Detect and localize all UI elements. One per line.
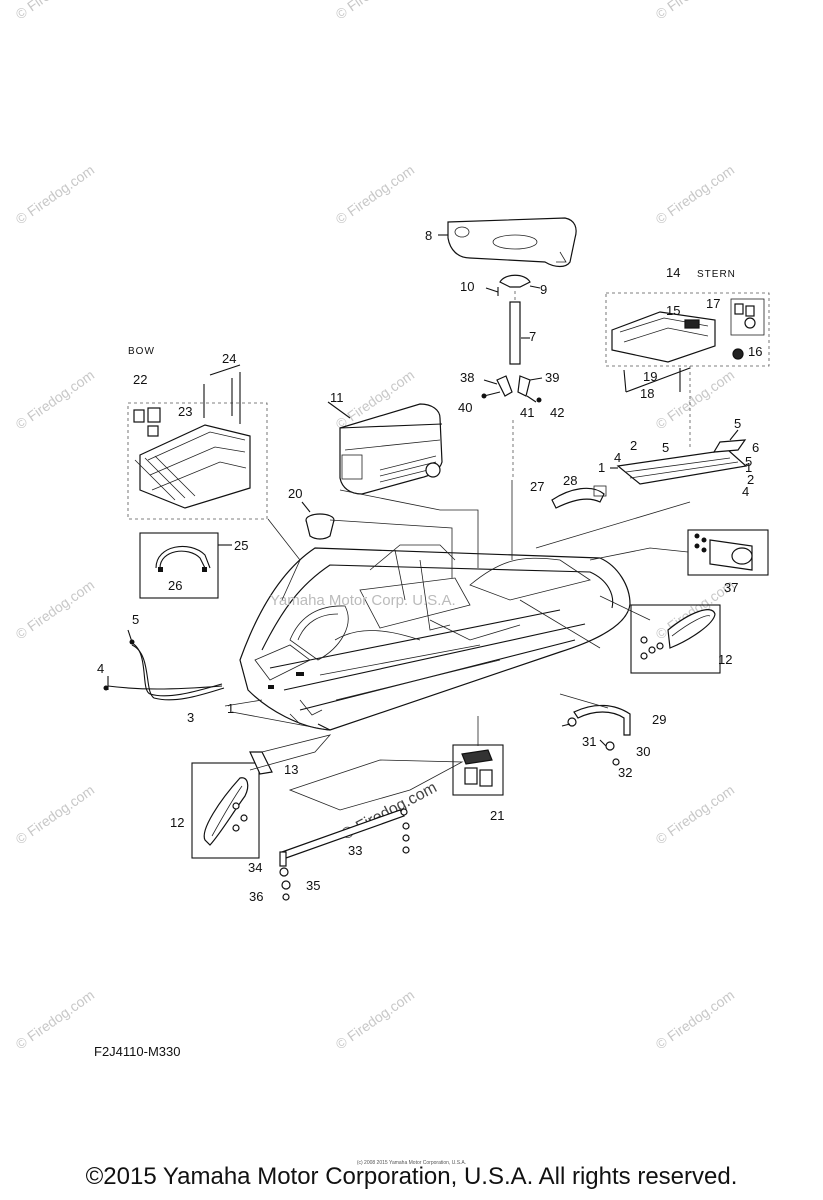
watermark: © Firedog.com — [653, 782, 738, 848]
callout-25: 25 — [234, 538, 248, 553]
callout-2: 2 — [747, 472, 754, 487]
boat-hull — [239, 544, 631, 731]
callout-14: 14 — [666, 265, 680, 280]
stern-group — [605, 292, 770, 393]
callout-7: 7 — [529, 329, 536, 344]
bow-label: BOW — [128, 346, 155, 357]
callout-1: 1 — [227, 701, 234, 716]
callout-32: 32 — [618, 765, 632, 780]
watermark: © Firedog.com — [333, 987, 418, 1053]
callout-35: 35 — [306, 878, 320, 893]
callout-5: 5 — [132, 612, 139, 627]
callout-23: 23 — [178, 404, 192, 419]
callout-4: 4 — [614, 450, 621, 465]
callout-15: 15 — [666, 303, 680, 318]
callout-33: 33 — [348, 843, 362, 858]
callout-24: 24 — [222, 351, 236, 366]
watermark: © Firedog.com — [333, 162, 418, 228]
callout-30: 30 — [636, 744, 650, 759]
part-group-21 — [452, 744, 504, 796]
leader-lines — [224, 480, 691, 811]
watermark: © Firedog.com — [13, 0, 98, 22]
small-credit-text: (c) 2008 2015 Yamaha Motor Corporation, … — [356, 1160, 467, 1166]
part-cleat-right — [630, 604, 721, 674]
watermark: © Firedog.com — [13, 987, 98, 1053]
copyright-notice: ©2015 Yamaha Motor Corporation, U.S.A. A… — [85, 1163, 738, 1190]
callout-39: 39 — [545, 370, 559, 385]
callout-10: 10 — [460, 279, 474, 294]
diagram-reference-code: F2J4110-M330 — [94, 1044, 181, 1059]
part-group-29 — [561, 704, 631, 766]
callout-37: 37 — [724, 580, 738, 595]
part-group-top-table — [438, 217, 577, 480]
part-group-25 — [139, 532, 232, 599]
callout-31: 31 — [582, 734, 596, 749]
callout-11: 11 — [330, 390, 344, 405]
callouts: 1 1 1 2 2 3 4 4 4 5 5 5 5 6 7 8 9 10 11 … — [97, 228, 762, 904]
callout-2: 2 — [630, 438, 637, 453]
callout-29: 29 — [652, 712, 666, 727]
callout-3: 3 — [187, 710, 194, 725]
watermark: © Firedog.com — [333, 0, 418, 22]
callout-5: 5 — [734, 416, 741, 431]
callout-12: 12 — [718, 652, 732, 667]
part-group-brackets — [481, 375, 543, 403]
callout-20: 20 — [288, 486, 302, 501]
callout-26: 26 — [168, 578, 182, 593]
watermark: © Firedog.com — [653, 0, 738, 22]
part-group-3 — [103, 629, 225, 701]
watermark: © Firedog.com — [13, 782, 98, 848]
part-cleat-left — [191, 751, 273, 859]
stern-label: STERN — [697, 269, 736, 280]
callout-40: 40 — [458, 400, 472, 415]
part-cup-holder — [301, 501, 335, 540]
callout-5: 5 — [662, 440, 669, 455]
callout-4: 4 — [742, 484, 749, 499]
watermark: © Firedog.com — [653, 367, 738, 433]
watermark: © Firedog.com — [13, 162, 98, 228]
center-watermark: Yamaha Motor Corp. U.S.A. — [270, 592, 456, 609]
callout-1: 1 — [745, 460, 752, 475]
callout-38: 38 — [460, 370, 474, 385]
watermark-grid: © Firedog.com © Firedog.com © Firedog.co… — [13, 0, 738, 1052]
callout-18: 18 — [640, 386, 654, 401]
callout-17: 17 — [706, 296, 720, 311]
callout-12: 12 — [170, 815, 184, 830]
bow-ladder-group — [127, 364, 268, 520]
callout-6: 6 — [752, 440, 759, 455]
callout-36: 36 — [249, 889, 263, 904]
watermark: © Firedog.com — [13, 577, 98, 643]
callout-16: 16 — [748, 344, 762, 359]
callout-8: 8 — [425, 228, 432, 243]
part-group-37 — [687, 529, 769, 576]
callout-27: 27 — [530, 479, 544, 494]
callout-13: 13 — [284, 762, 298, 777]
callout-5: 5 — [745, 454, 752, 469]
watermark: © Firedog.com — [653, 162, 738, 228]
rail-group — [610, 366, 748, 485]
callout-9: 9 — [540, 282, 547, 297]
callout-41: 41 — [520, 405, 534, 420]
watermark: © Firedog.com — [653, 987, 738, 1053]
callout-34: 34 — [248, 860, 262, 875]
callout-19: 19 — [643, 369, 657, 384]
callout-4: 4 — [97, 661, 104, 676]
callout-1: 1 — [598, 460, 605, 475]
callout-28: 28 — [563, 473, 577, 488]
part-cooler — [327, 401, 443, 495]
part-group-33 — [279, 808, 410, 901]
callout-42: 42 — [550, 405, 564, 420]
callout-22: 22 — [133, 372, 147, 387]
watermark: © Firedog.com — [13, 367, 98, 433]
part-grab-handle — [551, 485, 607, 509]
callout-21: 21 — [490, 808, 504, 823]
